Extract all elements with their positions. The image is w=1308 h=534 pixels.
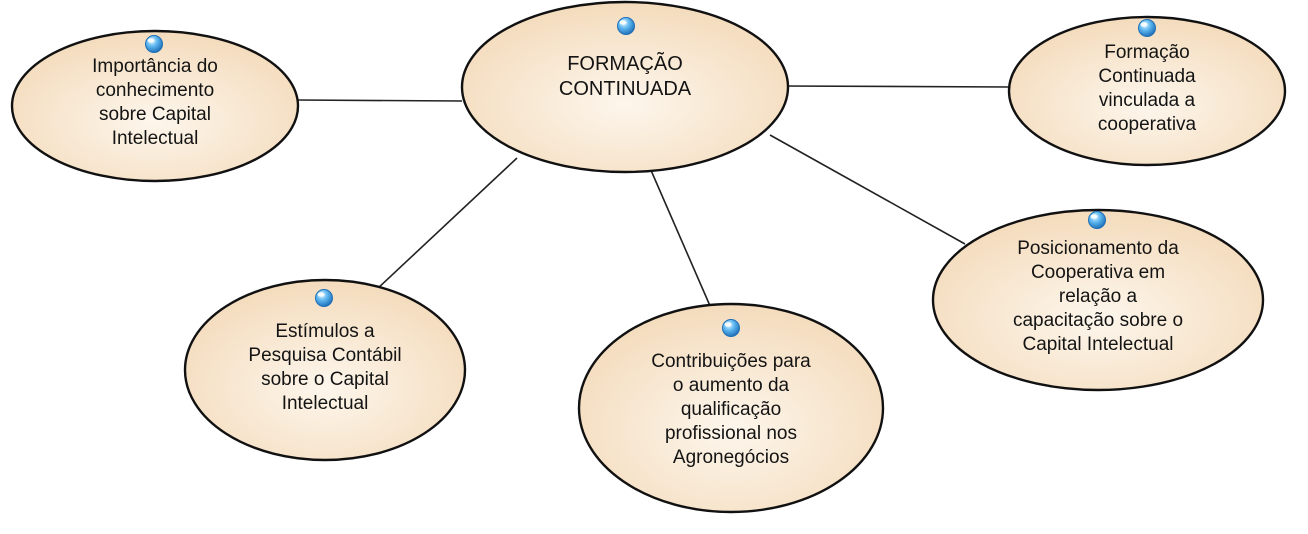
node-posicionamento[interactable] bbox=[931, 208, 1265, 392]
connector-estimulos bbox=[375, 157, 518, 291]
node-importancia-label: Importância do conhecimento sobre Capita… bbox=[92, 56, 218, 149]
connector-contribuicoes bbox=[649, 167, 715, 316]
node-formacao-vinculada[interactable] bbox=[1007, 15, 1287, 167]
node-center-shape bbox=[460, 0, 790, 174]
connector-posicionamento bbox=[769, 134, 966, 245]
node-contribuicoes-label: Contribuições para o aumento da qualific… bbox=[651, 351, 811, 468]
node-importancia[interactable] bbox=[10, 29, 300, 183]
node-importancia-shape bbox=[10, 29, 300, 183]
connector-formacao-vinculada bbox=[779, 85, 1011, 88]
node-center-label: FORMAÇÃO CONTINUADA bbox=[558, 53, 692, 100]
connectors bbox=[296, 85, 1011, 316]
blue-sphere-icon bbox=[1088, 211, 1106, 229]
node-estimulos-shape bbox=[183, 278, 467, 462]
node-posicionamento-shape bbox=[931, 208, 1265, 392]
blue-sphere-icon bbox=[1138, 19, 1156, 37]
node-posicionamento-label: Posicionamento da Cooperativa em relação… bbox=[1012, 238, 1184, 355]
node-center[interactable] bbox=[460, 0, 790, 174]
node-contribuicoes-shape bbox=[577, 302, 885, 514]
node-formacao-vinculada-label: Formação Continuada vinculada a cooperat… bbox=[1097, 42, 1197, 135]
node-formacao-vinculada-shape bbox=[1007, 15, 1287, 167]
node-estimulos-label: Estímulos a Pesquisa Contábil sobre o Ca… bbox=[248, 321, 402, 414]
blue-sphere-icon bbox=[617, 17, 635, 35]
blue-sphere-icon bbox=[722, 319, 740, 337]
blue-sphere-icon bbox=[145, 35, 163, 53]
blue-sphere-icon bbox=[315, 289, 333, 307]
node-contribuicoes[interactable] bbox=[577, 302, 885, 514]
connector-importancia bbox=[296, 99, 463, 102]
node-estimulos[interactable] bbox=[183, 278, 467, 462]
